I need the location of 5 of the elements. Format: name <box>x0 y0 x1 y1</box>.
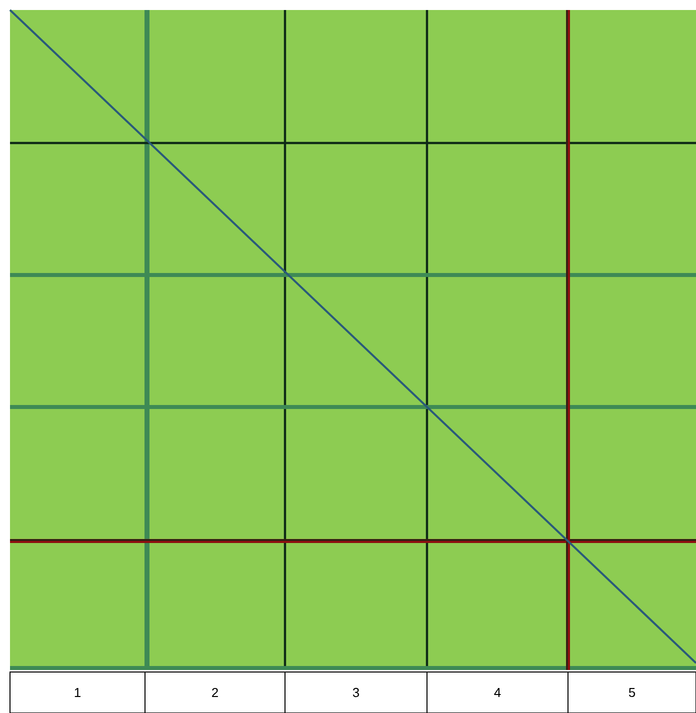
table-cell: 4 <box>426 672 568 713</box>
table-cell: 5 <box>568 672 696 713</box>
table-cell: 2 <box>144 672 286 713</box>
table-cell: 1 <box>10 672 146 713</box>
table-cell: 3 <box>284 672 428 713</box>
